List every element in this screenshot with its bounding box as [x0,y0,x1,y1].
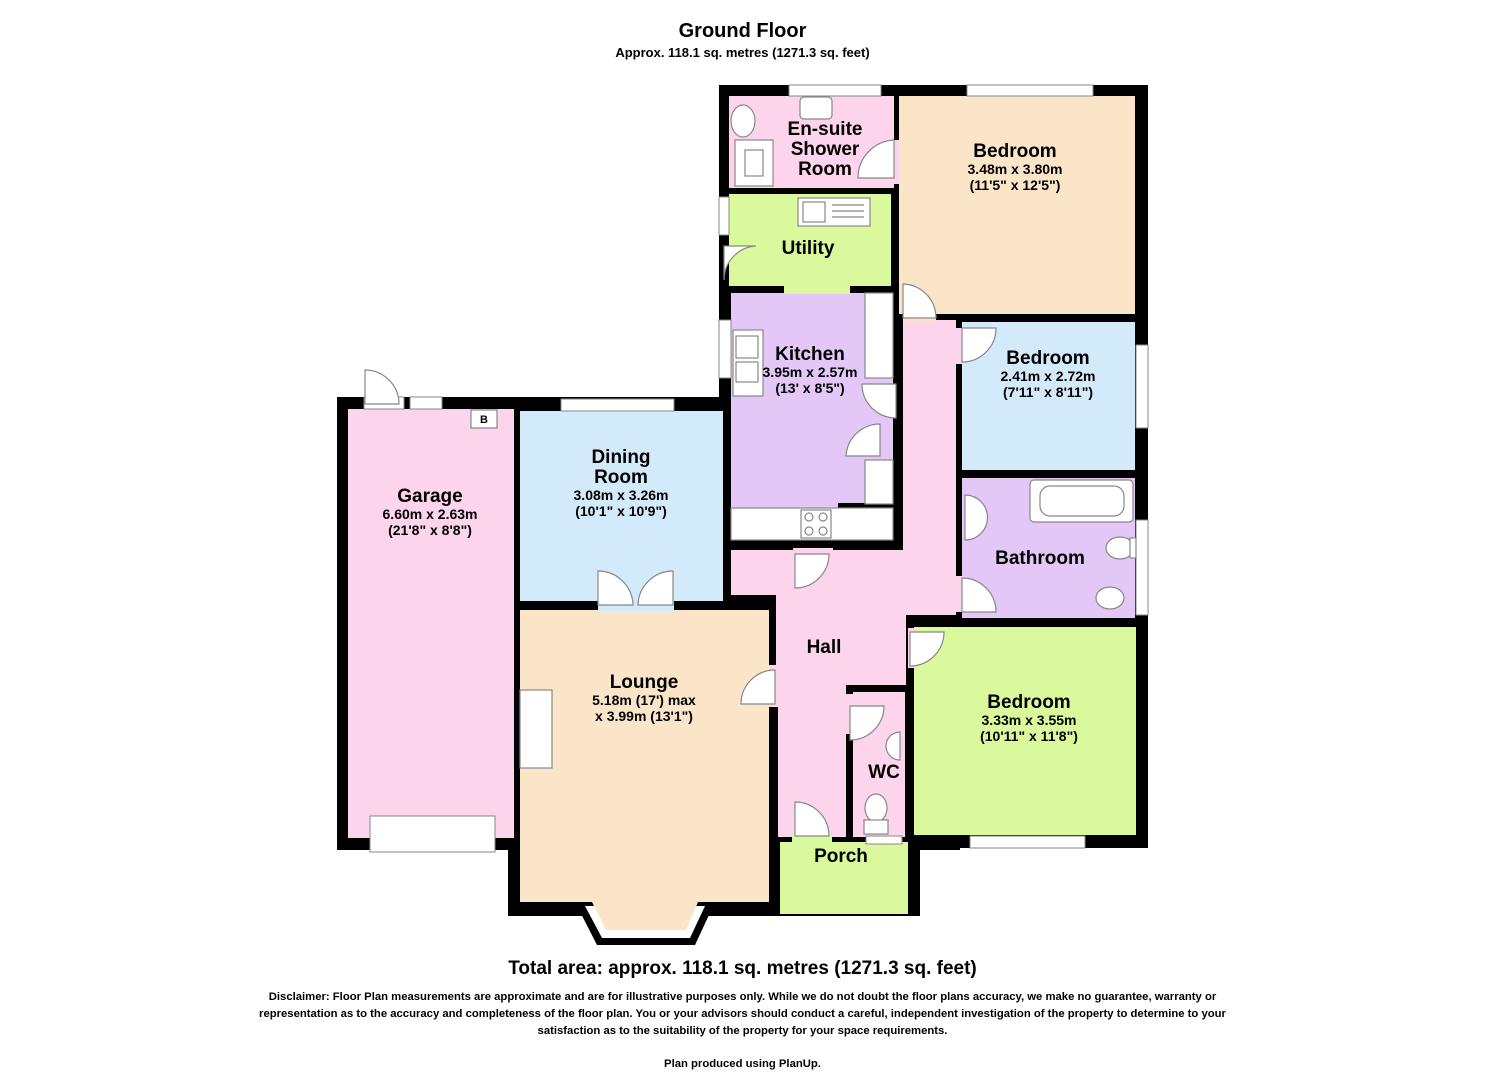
dining-name: Dining [591,447,650,468]
bedroom2-name: Bedroom [1006,348,1089,369]
door [857,139,895,179]
bedroom1-floor [899,96,1135,314]
ensuite-name: Room [798,159,852,180]
utility-name: Utility [782,238,835,259]
lounge-dim-line2: x 3.99m (13'1") [595,708,693,724]
porch-floor [780,842,908,914]
window [1135,519,1149,616]
room-labels: En-suite Shower Room Bedroom 3.48m x 3.8… [383,119,1096,867]
lounge-floor [520,610,769,902]
dining-dim-metric: 3.08m x 3.26m [574,487,669,503]
kitchen-counter [864,292,894,379]
window [966,84,1094,97]
dining-floor [520,411,723,601]
door [861,383,897,419]
produced-by: Plan produced using PlanUp. [664,1058,821,1070]
bedroom2-dim-imperial: (7'11" x 8'11") [1003,384,1093,400]
floor-title: Ground Floor [678,20,807,42]
door [849,705,885,741]
wc-basin [885,731,901,761]
utility-sink [797,197,871,227]
bathroom-basin [964,494,989,541]
bedroom3-floor [914,627,1136,835]
shower-tray [734,139,774,187]
bedroom1-dim-imperial: (11'5" x 12'5") [970,177,1061,193]
door [794,801,830,837]
room-fills [348,96,1136,914]
window [718,196,730,236]
garage-name: Garage [397,486,462,507]
bath [1029,479,1134,523]
door [597,570,634,606]
bathroom-name: Bathroom [995,548,1085,569]
dining-dim-imperial: (10'1" x 10'9") [575,503,667,519]
bidet [1095,586,1125,610]
window [1135,344,1149,429]
wc-name: WC [868,762,900,783]
kitchen-dim-metric: 3.95m x 2.57m [763,364,858,380]
ensuite-name: En-suite [788,119,863,140]
disclaimer: Disclaimer: Floor Plan measurements are … [259,991,1226,1038]
bedroom3-dim-metric: 3.33m x 3.55m [982,712,1077,728]
window [409,396,443,410]
door [723,245,757,281]
basin [799,96,833,120]
lounge-dim-line1: 5.18m (17') max [592,692,696,708]
door [845,423,881,457]
door-swings [364,139,997,837]
fixtures [470,96,1137,835]
dining-name: Room [594,467,648,488]
bedroom1-dim-metric: 3.48m x 3.80m [968,161,1063,177]
bedroom3-dim-imperial: (10'11" x 11'8") [980,728,1078,744]
toilet [864,793,888,823]
door [961,327,997,363]
door [794,553,830,589]
door [740,669,776,705]
garage-dim-metric: 6.60m x 2.63m [383,506,478,522]
hall-name: Hall [807,637,842,658]
hall-floor-mid [731,550,956,595]
window [788,84,882,97]
window [865,835,903,845]
bedroom2-dim-metric: 2.41m x 2.72m [1001,368,1096,384]
door [637,570,674,606]
door [902,283,937,319]
kitchen-counter [864,459,894,505]
lounge-name: Lounge [610,672,679,693]
boiler-label: B [480,414,488,426]
total-area: Total area: approx. 118.1 sq. metres (12… [508,958,977,979]
door [364,369,400,405]
kitchen-name: Kitchen [775,344,845,365]
door [961,577,997,613]
hall-floor [776,595,906,685]
windows [369,84,1149,853]
garage-door [369,815,496,853]
bedroom1-name: Bedroom [973,141,1056,162]
floor-approx-area: Approx. 118.1 sq. metres (1271.3 sq. fee… [615,45,870,60]
door [909,631,945,667]
window [560,398,675,412]
bedroom3-name: Bedroom [987,692,1070,713]
window [969,835,1086,849]
toilet [730,104,756,138]
floor-plan: B En-suite Shower Room Bedroom 3.48m x 3… [337,84,1149,945]
kitchen-dim-imperial: (13' x 8'5") [775,380,844,396]
porch-name: Porch [814,846,868,867]
ensuite-name: Shower [791,139,860,160]
boiler [470,409,498,429]
window [718,319,732,379]
garage-dim-imperial: (21'8" x 8'8") [388,522,472,538]
fireplace [519,689,553,769]
garage-floor [348,409,514,838]
